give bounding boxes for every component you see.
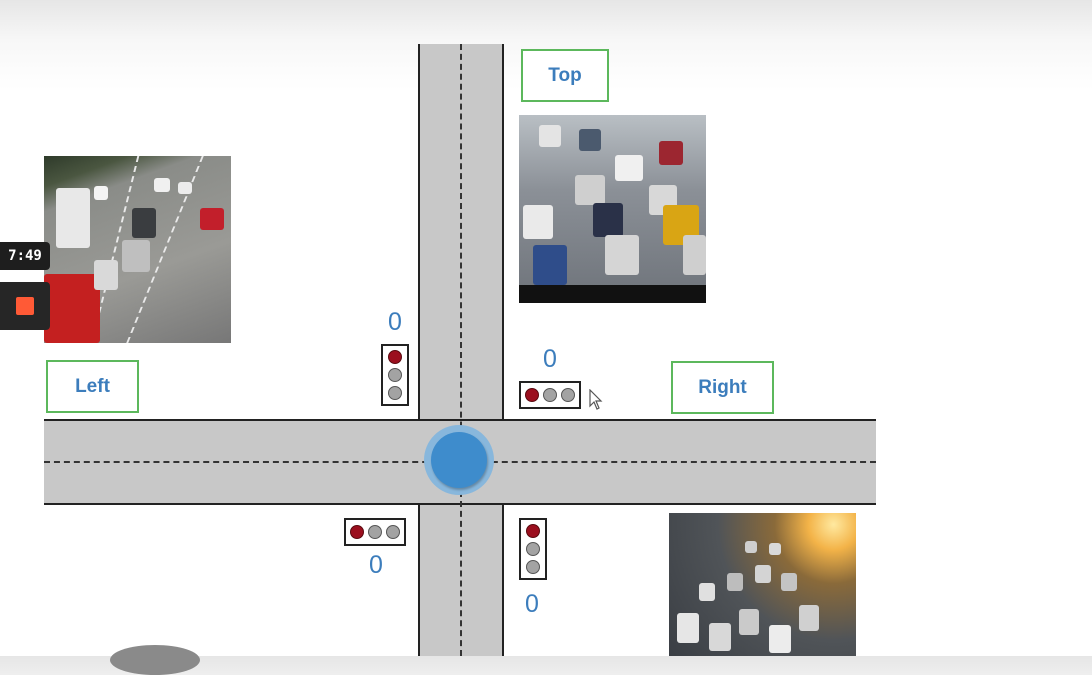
red-bulb: [525, 388, 539, 402]
green-bulb: [561, 388, 575, 402]
right-direction-label: Right: [671, 361, 774, 414]
traffic-light-icon: [344, 518, 406, 546]
left-traffic-photo: [44, 156, 231, 343]
stop-recording-button[interactable]: [0, 282, 50, 330]
vertical-lane-divider: [460, 44, 462, 656]
counter-top-right: 0: [543, 345, 557, 373]
counter-bottom-left: 0: [369, 551, 383, 579]
traffic-light-icon: [519, 518, 547, 580]
left-direction-label: Left: [46, 360, 139, 413]
yellow-bulb: [543, 388, 557, 402]
red-bulb: [526, 524, 540, 538]
bottom-traffic-photo: [669, 513, 856, 656]
yellow-bulb: [368, 525, 382, 539]
intersection-hub-center: [431, 432, 487, 488]
counter-bottom-right: 0: [525, 590, 539, 618]
yellow-bulb: [388, 368, 402, 382]
green-bulb: [526, 560, 540, 574]
red-bulb: [350, 525, 364, 539]
green-bulb: [388, 386, 402, 400]
yellow-bulb: [526, 542, 540, 556]
partial-object: [110, 645, 200, 675]
counter-top-left: 0: [388, 308, 402, 336]
top-direction-label: Top: [521, 49, 609, 102]
top-traffic-photo: [519, 115, 706, 303]
mouse-cursor-icon: [589, 389, 603, 410]
traffic-light-icon: [519, 381, 581, 409]
green-bulb: [386, 525, 400, 539]
record-stop-icon: [16, 297, 34, 315]
traffic-light-icon: [381, 344, 409, 406]
red-bulb: [388, 350, 402, 364]
video-elapsed-time: 7:49: [0, 242, 50, 270]
